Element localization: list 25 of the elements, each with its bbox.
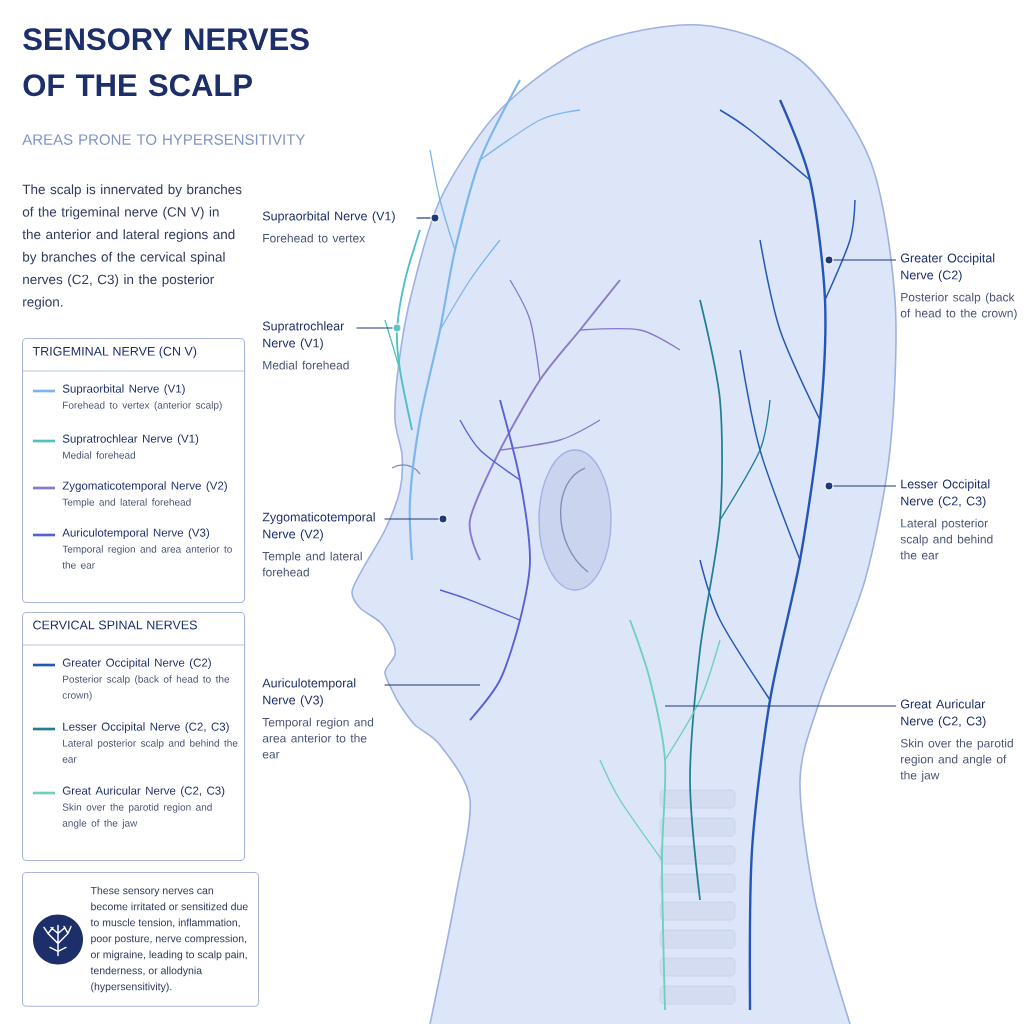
callout-label: Greater Occipital Nerve (C2) Posterior scalp (back of head to the crown) [900,253,1017,320]
legend-entry: Greater Occipital Nerve (C2) Posterior scalp (back of head to the crown) [62,658,230,701]
intro-paragraph: The scalp is innervated by branches of the trigeminal nerve (CN V) in the anterior and lateral regions and by branches of the cervical spinal nerves (C2, C3) in the posterior region. [22,184,242,310]
callout-label: Zygomaticotemporal Nerve (V2) Temple and lateral forehead [262,512,375,577]
leader-line [832,259,897,261]
leader-line [415,217,432,219]
callout-label: Supratrochlear Nerve (V1) Medial forehead [262,321,349,370]
note-box: These sensory nerves can become irritated or sensitized due to muscle tension, inflammation, poor posture, nerve compression, or migraine, leading to scalp pain, tenderness, or allodynia (hypersensitivity). [22,872,260,1007]
subtitle: AREAS PRONE TO HYPERSENSITIVITY [22,134,306,145]
legend-entry: Zygomaticotemporal Nerve (V2) Temple and lateral forehead [62,481,227,508]
leader-line [832,485,897,487]
legend-entry: Lesser Occipital Nerve (C2, C3) Lateral posterior scalp and behind the ear [62,722,238,763]
legend-entry: Supraorbital Nerve (V1) Forehead to vertex (anterior scalp) [62,384,222,411]
leader-line [355,327,394,329]
legend-entry: Auriculotemporal Nerve (V3) Temporal region and area anterior to the ear [62,528,232,569]
callout-label: Auriculotemporal Nerve (V3) Temporal region and area anterior to the ear [262,678,374,759]
legend-entry: Great Auricular Nerve (C2, C3) Skin over the parotid region and angle of the jaw [62,786,225,829]
leader-line [383,518,440,520]
leader-line [664,705,897,707]
callout-label: Supraorbital Nerve (V1) Forehead to vertex [262,211,395,243]
callout-label: Great Auricular Nerve (C2, C3) Skin over the parotid region and angle of the jaw [900,699,1013,782]
callout-label: Lesser Occipital Nerve (C2, C3) Lateral posterior scalp and behind the ear [900,479,993,560]
legend-entry: Supratrochlear Nerve (V1) Medial forehead [62,434,199,459]
title: SENSORY NERVES OF THE SCALP [23,28,309,97]
leader-line [383,684,481,686]
